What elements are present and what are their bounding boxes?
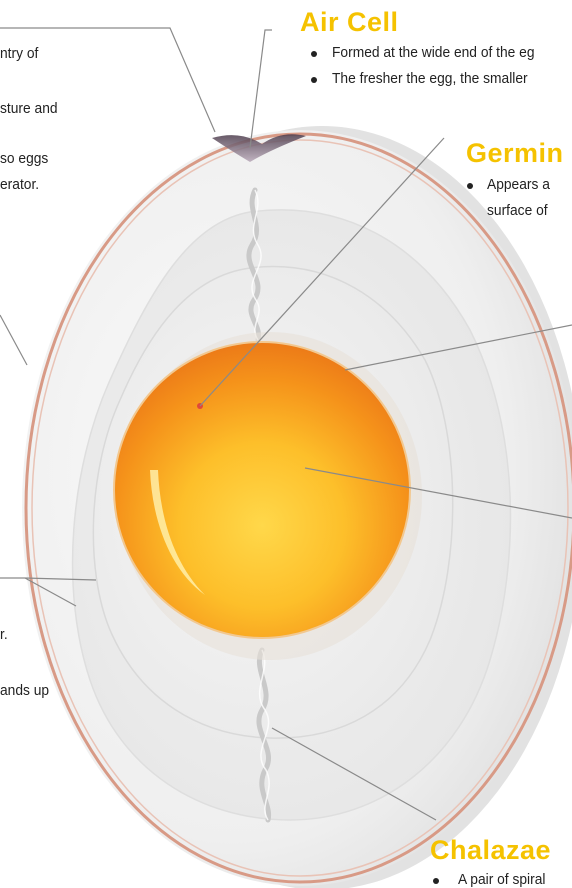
albumen-description-line: ands up (0, 682, 49, 699)
air-cell-title: Air Cell (300, 8, 399, 36)
bullet-dot (433, 878, 439, 884)
chalazae-bullet: A pair of spiral (458, 871, 545, 888)
shell-description-line: erator. (0, 176, 39, 193)
shell-description-line: ntry of (0, 45, 38, 62)
bullet-dot (311, 51, 317, 57)
air-cell-bullet: The fresher the egg, the smaller (332, 70, 528, 87)
leader-shell-membrane (0, 315, 27, 365)
albumen-description-line: r. (0, 626, 8, 643)
bullet-dot (311, 77, 317, 83)
germinal-disc-bullet-continued: surface of (487, 202, 548, 219)
shell-description-line: sture and (0, 100, 58, 117)
chalazae-title: Chalazae (430, 836, 551, 864)
leader-air-cell (250, 30, 272, 148)
germinal-disc-bullet: Appears a (487, 176, 550, 193)
air-cell-bullet: Formed at the wide end of the eg (332, 44, 535, 61)
shell-description-line: so eggs (0, 150, 48, 167)
bullet-dot (467, 183, 473, 189)
germinal-disc-title: Germin (466, 139, 564, 167)
